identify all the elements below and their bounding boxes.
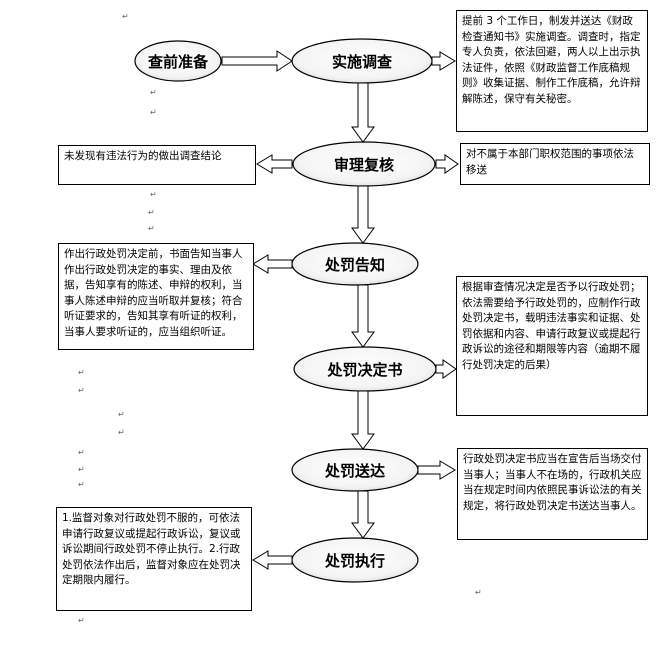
arrow-decision-to-note <box>435 359 457 379</box>
paragraph-mark: ↵ <box>78 368 85 377</box>
paragraph-mark: ↵ <box>118 410 125 419</box>
paragraph-mark: ↵ <box>78 386 85 395</box>
paragraph-mark: ↵ <box>150 190 157 199</box>
note-investigation: 提前 3 个工作日，制发并送达《财政检查通知书》实施调查。调查时，指定专人负责，… <box>456 10 648 132</box>
arrow-decision-to-service <box>351 390 375 450</box>
step-service-label: 处罚送达 <box>324 461 385 480</box>
arrow-service-to-note <box>417 460 456 480</box>
note-service: 行政处罚决定书应当在宣告后当场交付当事人；当事人不在场的，行政机关应当在规定时间… <box>457 448 648 540</box>
paragraph-mark: ↵ <box>78 448 85 457</box>
paragraph-mark: ↵ <box>150 108 157 117</box>
note-transfer: 对不属于本部门职权范围的事项依法移送 <box>460 143 650 185</box>
oval-prepare <box>134 40 222 82</box>
arrow-service-to-execute <box>351 490 375 539</box>
arrow-notify-to-decision <box>351 284 375 348</box>
paragraph-mark: ↵ <box>148 224 155 233</box>
paragraph-mark: ↵ <box>150 88 157 97</box>
paragraph-mark: ↵ <box>122 12 129 21</box>
arrow-review-to-noviolation <box>256 154 293 174</box>
arrow-investigate-to-note <box>431 51 456 71</box>
step-decision-label: 处罚决定书 <box>327 360 403 379</box>
paragraph-mark: ↵ <box>475 588 482 597</box>
arrow-notify-to-note <box>252 254 293 274</box>
arrow-review-to-notify <box>351 185 375 244</box>
note-decision: 根据审查情况决定是否予以行政处罚；依法需要给予行政处罚的，应制作行政处罚决定书，… <box>456 276 648 416</box>
paragraph-mark: ↵ <box>78 616 85 625</box>
paragraph-mark: ↵ <box>118 428 125 437</box>
arrow-review-to-transfer <box>435 154 459 174</box>
paragraph-mark: ↵ <box>148 208 155 217</box>
step-review-label: 审理复核 <box>333 155 394 174</box>
note-execution: 1.监督对象对行政处罚不服的，可依法申请行政复议或提起行政诉讼，复议或诉讼期间行… <box>56 507 252 611</box>
step-prepare-label: 查前准备 <box>147 52 208 71</box>
paragraph-mark: ↵ <box>78 465 85 474</box>
step-execute-label: 处罚执行 <box>324 551 385 570</box>
note-notification: 作出行政处罚决定前，书面告知当事人作出行政处罚决定的事实、理由及依据，告知享有的… <box>58 243 254 350</box>
note-no-violation: 未发现有违法行为的做出调查结论 <box>58 145 256 185</box>
arrow-execute-to-note <box>252 550 293 570</box>
arrow-prepare-to-investigate <box>221 50 293 72</box>
paragraph-mark: ↵ <box>78 480 85 489</box>
step-investigate-label: 实施调查 <box>331 52 392 71</box>
step-notify-label: 处罚告知 <box>324 255 385 274</box>
arrow-investigate-to-review <box>351 82 375 143</box>
